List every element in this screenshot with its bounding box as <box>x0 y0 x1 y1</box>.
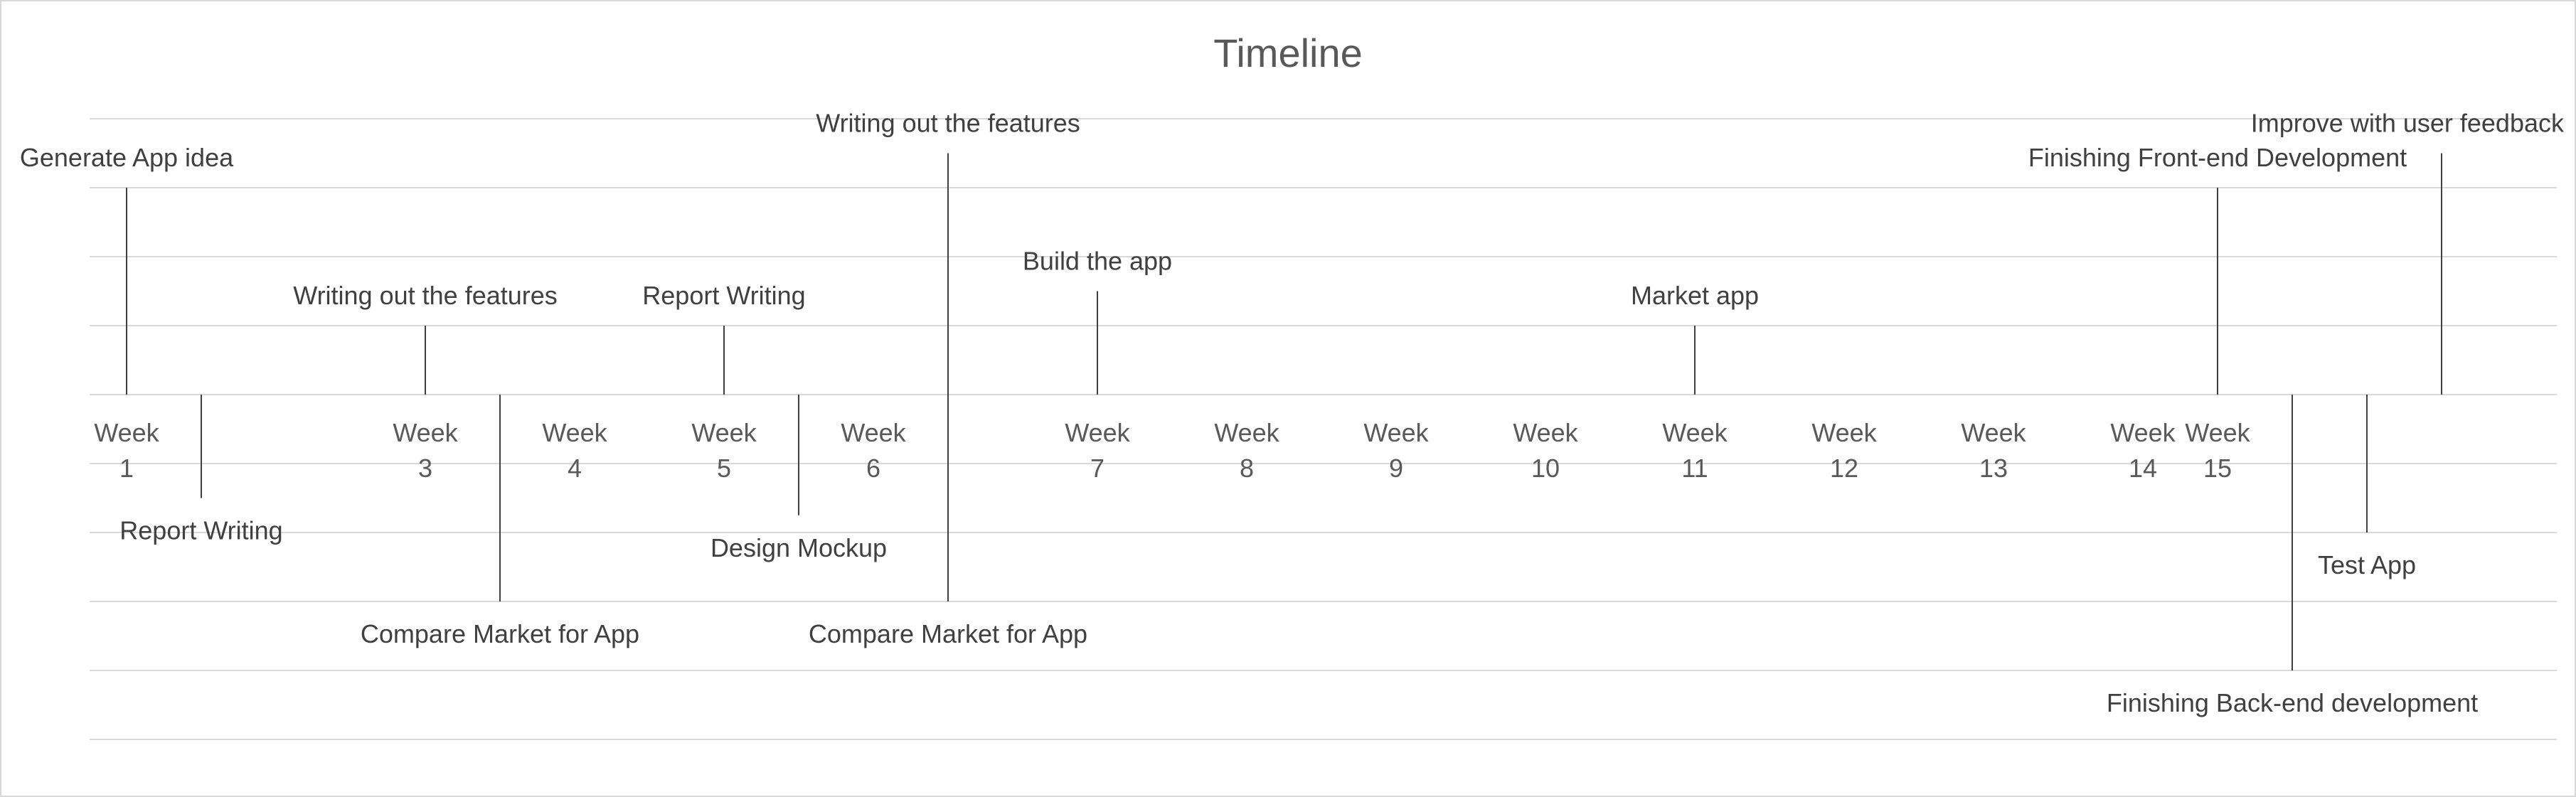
tick-label: Week <box>1811 418 1877 447</box>
milestone-label: Writing out the features <box>293 281 558 310</box>
tick-label: 10 <box>1531 454 1560 483</box>
tick-label: Week <box>1662 418 1728 447</box>
tick-label: Week <box>1214 418 1279 447</box>
milestone-label: Writing out the features <box>816 109 1080 138</box>
tick-label: 4 <box>568 454 582 483</box>
milestone-label: Market app <box>1631 281 1759 310</box>
tick-label: Week <box>1961 418 2026 447</box>
milestone-label: Finishing Front-end Development <box>2028 143 2407 172</box>
milestone-label: Test App <box>2318 550 2416 579</box>
milestone-label: Compare Market for App <box>809 619 1087 648</box>
tick-label: Week <box>2185 418 2250 447</box>
milestone-label: Finishing Back-end development <box>2107 688 2478 717</box>
tick-label: 15 <box>2203 454 2232 483</box>
milestone-label: Build the app <box>1023 247 1172 276</box>
tick-label: Week <box>1065 418 1130 447</box>
tick-label: Week <box>2110 418 2176 447</box>
tick-label: 14 <box>2129 454 2157 483</box>
tick-label: Week <box>1363 418 1429 447</box>
tick-label: Week <box>393 418 458 447</box>
tick-label: 13 <box>1979 454 2008 483</box>
tick-label: 7 <box>1090 454 1105 483</box>
week-tick-labels: Week 1 Week 3 Week 4 Week 5 Week 6 Week 7 Week 8 Week 9… <box>94 418 2250 483</box>
milestone-stems <box>126 153 2442 670</box>
tick-label: Week <box>94 418 159 447</box>
milestone-label: Improve with user feedback <box>2251 109 2565 138</box>
tick-label: Week <box>542 418 607 447</box>
tick-label: 6 <box>866 454 880 483</box>
tick-label: 3 <box>418 454 432 483</box>
tick-label: 9 <box>1389 454 1403 483</box>
tick-label: 1 <box>119 454 134 483</box>
tick-label: Week <box>841 418 906 447</box>
tick-label: 12 <box>1830 454 1858 483</box>
tick-label: Week <box>691 418 757 447</box>
milestone-label: Report Writing <box>119 516 282 545</box>
tick-label: 8 <box>1240 454 1254 483</box>
milestone-label: Design Mockup <box>710 533 887 562</box>
milestone-label: Compare Market for App <box>361 619 639 648</box>
tick-label: Week <box>1513 418 1578 447</box>
tick-label: 11 <box>1681 454 1708 483</box>
tick-label: 5 <box>717 454 731 483</box>
milestone-label: Generate App idea <box>20 143 234 172</box>
gridlines <box>90 118 2557 740</box>
chart-title: Timeline <box>1213 31 1363 75</box>
milestone-label: Report Writing <box>642 281 805 310</box>
